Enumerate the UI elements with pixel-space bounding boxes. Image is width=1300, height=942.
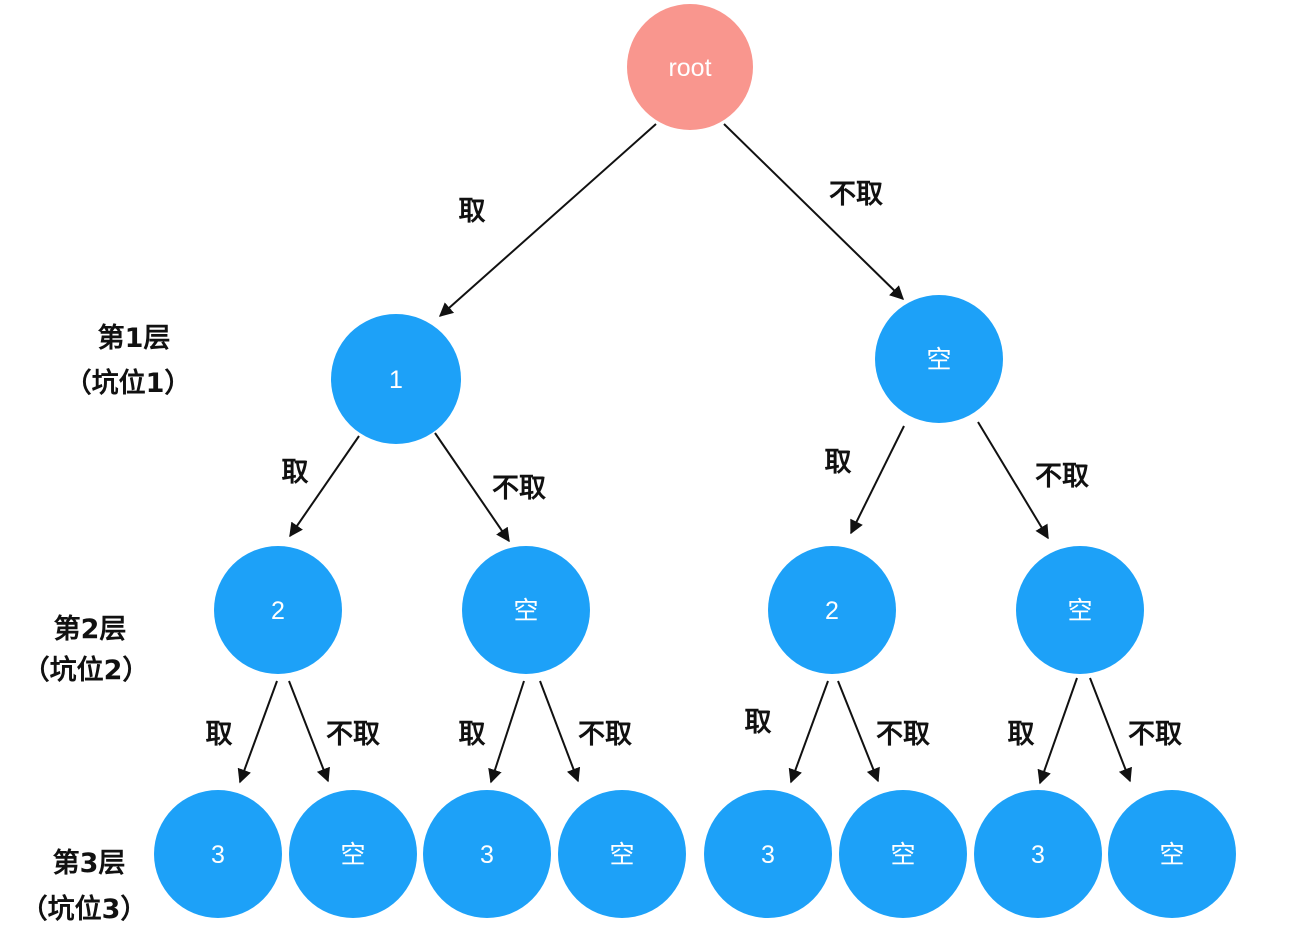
tree-node-circle	[154, 790, 282, 918]
edge-label-take: 取	[459, 719, 486, 750]
tree-node-circle	[423, 790, 551, 918]
level1-nodes: 1 空	[331, 295, 1003, 444]
edge-root-to-1	[438, 123, 657, 317]
level3-label-line2: （坑位3）	[21, 893, 148, 925]
edge-2a-to-3	[237, 680, 278, 784]
level1-label-line1: 第1层	[98, 322, 171, 354]
tree-node-label: 3	[1031, 841, 1045, 869]
tree-node-circle	[462, 546, 590, 674]
root-node: root	[627, 4, 753, 130]
tree-node-label: 空	[340, 841, 365, 869]
level2-label-line1: 第2层	[54, 613, 127, 645]
tree-node-circle	[974, 790, 1102, 918]
tree-node-label: 3	[480, 841, 494, 869]
tree-node-label: 3	[761, 841, 775, 869]
level3-nodes: 3 空 3 空 3 空 3 空	[154, 790, 1236, 918]
tree-node-circle	[704, 790, 832, 918]
edge-label-take: 取	[1008, 719, 1035, 750]
level1-label-line2: （坑位1）	[65, 367, 192, 399]
edge-empty-b-to-empty	[1089, 677, 1132, 783]
level-labels: 第1层 （坑位1） 第2层 （坑位2） 第3层 （坑位3）	[21, 322, 192, 925]
tree-node-circle	[331, 314, 461, 444]
root-node-label: root	[668, 54, 711, 82]
tree-node-circle	[1016, 546, 1144, 674]
edge-label-take: 取	[745, 707, 772, 738]
root-node-circle	[627, 4, 753, 130]
edge-root-to-empty	[723, 123, 905, 300]
edge-label-take: 取	[282, 457, 309, 488]
level2-nodes: 2 空 2 空	[214, 546, 1144, 674]
edge-empty-b-to-3	[1037, 677, 1078, 785]
edge-empty-a-to-3	[488, 680, 525, 784]
tree-node-label: 2	[271, 597, 285, 625]
tree-node-label: 空	[890, 841, 915, 869]
edge-label-take: 取	[459, 196, 486, 227]
edge-label-skip: 不取	[829, 179, 883, 210]
tree-node-label: 空	[1159, 841, 1184, 869]
level2-label-line2: （坑位2）	[23, 654, 150, 686]
edge-2b-to-3	[788, 680, 829, 784]
edges	[237, 123, 1132, 785]
edge-2b-to-empty	[837, 680, 880, 783]
edge-labels: 取 不取 取 不取 取 不取 取 不取 取 不取 取 不取 取 不取	[206, 179, 1183, 750]
tree-node-circle	[768, 546, 896, 674]
level3-label-line1: 第3层	[53, 847, 126, 879]
edge-label-skip: 不取	[578, 719, 632, 750]
edge-empty-to-2	[850, 425, 905, 535]
edge-label-skip: 不取	[1128, 719, 1182, 750]
tree-node-circle	[289, 790, 417, 918]
edge-label-skip: 不取	[1035, 461, 1089, 492]
edge-empty-to-empty	[977, 421, 1049, 540]
tree-node-circle	[839, 790, 967, 918]
tree-node-label: 3	[211, 841, 225, 869]
edge-1-to-empty	[434, 432, 510, 543]
edge-label-skip: 不取	[876, 719, 930, 750]
tree-node-circle	[558, 790, 686, 918]
edge-label-skip: 不取	[326, 719, 380, 750]
edge-label-take: 取	[825, 447, 852, 478]
edge-2a-to-empty	[288, 680, 330, 783]
tree-node-label: 空	[513, 597, 538, 625]
edge-label-take: 取	[206, 719, 233, 750]
edge-empty-a-to-empty	[539, 680, 581, 783]
tree-node-circle	[1108, 790, 1236, 918]
tree-node-circle	[214, 546, 342, 674]
edge-label-skip: 不取	[492, 473, 546, 504]
tree-node-label: 空	[1067, 597, 1092, 625]
tree-node-circle	[875, 295, 1003, 423]
edge-1-to-2	[289, 435, 360, 538]
tree-node-label: 空	[609, 841, 634, 869]
tree-node-label: 2	[825, 597, 839, 625]
tree-node-label: 空	[926, 346, 951, 374]
tree-node-label: 1	[389, 366, 403, 394]
